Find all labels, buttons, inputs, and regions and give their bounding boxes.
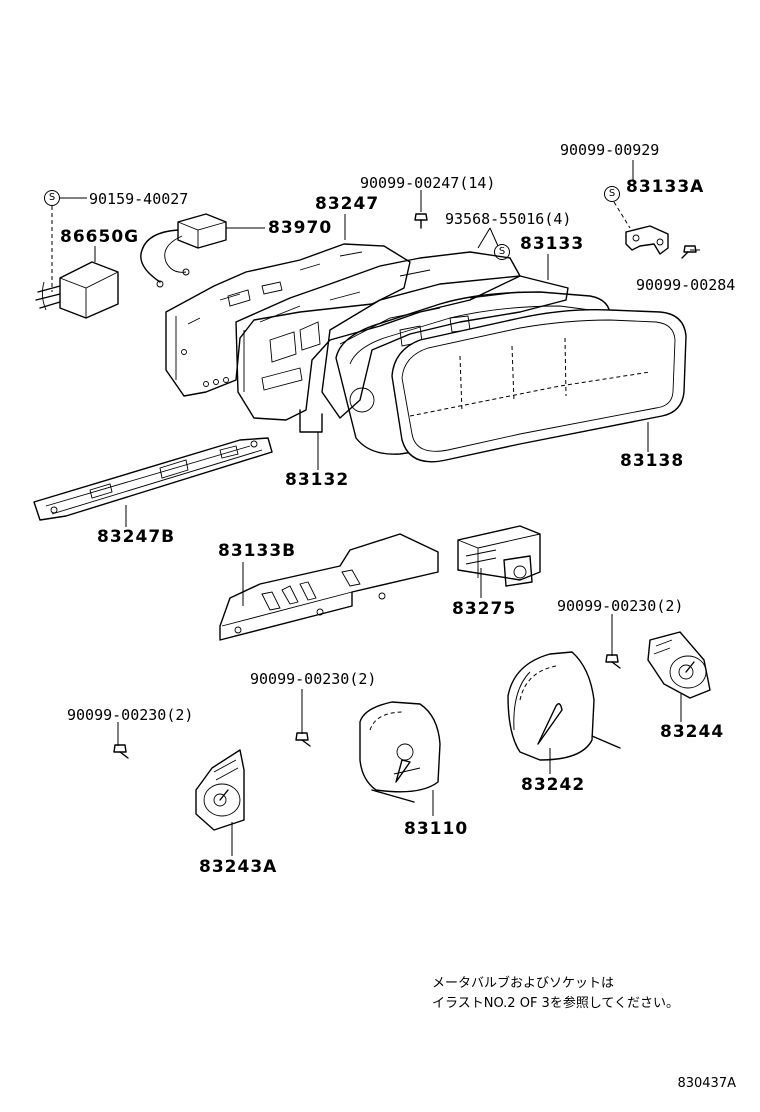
label-83133A: 83133A (626, 177, 705, 197)
part-83132-drawing (235, 251, 521, 433)
label-86650G: 86650G (60, 227, 140, 247)
part-83970-drawing (140, 213, 227, 288)
label-83138: 83138 (620, 451, 685, 471)
label-90159-40027: 90159-40027 (89, 190, 189, 208)
part-83133A-drawing (625, 225, 669, 255)
part-83138-drawing (391, 308, 687, 463)
leader-lines (51, 160, 700, 856)
note-line-1: メータバルブおよびソケットは (432, 976, 615, 991)
part-83133B-drawing (219, 533, 439, 641)
label-83133B: 83133B (218, 541, 297, 561)
label-83243A: 83243A (199, 857, 278, 877)
label-83247: 83247 (315, 194, 380, 214)
part-83275-drawing (457, 525, 541, 587)
label-90099-00284: 90099-00284 (636, 276, 736, 294)
label-83275: 83275 (452, 599, 517, 619)
part-83242-drawing (507, 651, 621, 761)
label-83244: 83244 (660, 722, 725, 742)
s-marker-93568: S (494, 244, 510, 260)
figure-code: 830437A (677, 1076, 736, 1091)
screw-drawings (113, 213, 697, 759)
label-83970: 83970 (268, 218, 333, 238)
part-83110-drawing (359, 701, 441, 803)
part-83244-drawing (647, 631, 711, 699)
label-90099-00230-left: 90099-00230(2) (67, 706, 194, 724)
part-83247-drawing (165, 243, 411, 397)
label-83110: 83110 (404, 819, 469, 839)
label-93568-55016: 93568-55016(4) (445, 210, 572, 228)
label-83247B: 83247B (97, 527, 176, 547)
s-marker-83133A: S (604, 186, 620, 202)
label-83132: 83132 (285, 470, 350, 490)
label-90099-00929: 90099-00929 (560, 141, 660, 159)
label-90099-00230-right: 90099-00230(2) (557, 597, 684, 615)
part-83243A-drawing (195, 749, 245, 831)
note-line-2: イラストNO.2 OF 3を参照してください。 (432, 996, 680, 1011)
part-83247B-drawing (33, 437, 273, 521)
label-83242: 83242 (521, 775, 586, 795)
label-83133: 83133 (520, 234, 585, 254)
label-90099-00230-middle: 90099-00230(2) (250, 670, 377, 688)
part-86650G-drawing (35, 261, 119, 319)
label-90099-00247: 90099-00247(14) (360, 174, 496, 192)
s-marker-90159: S (44, 190, 60, 206)
